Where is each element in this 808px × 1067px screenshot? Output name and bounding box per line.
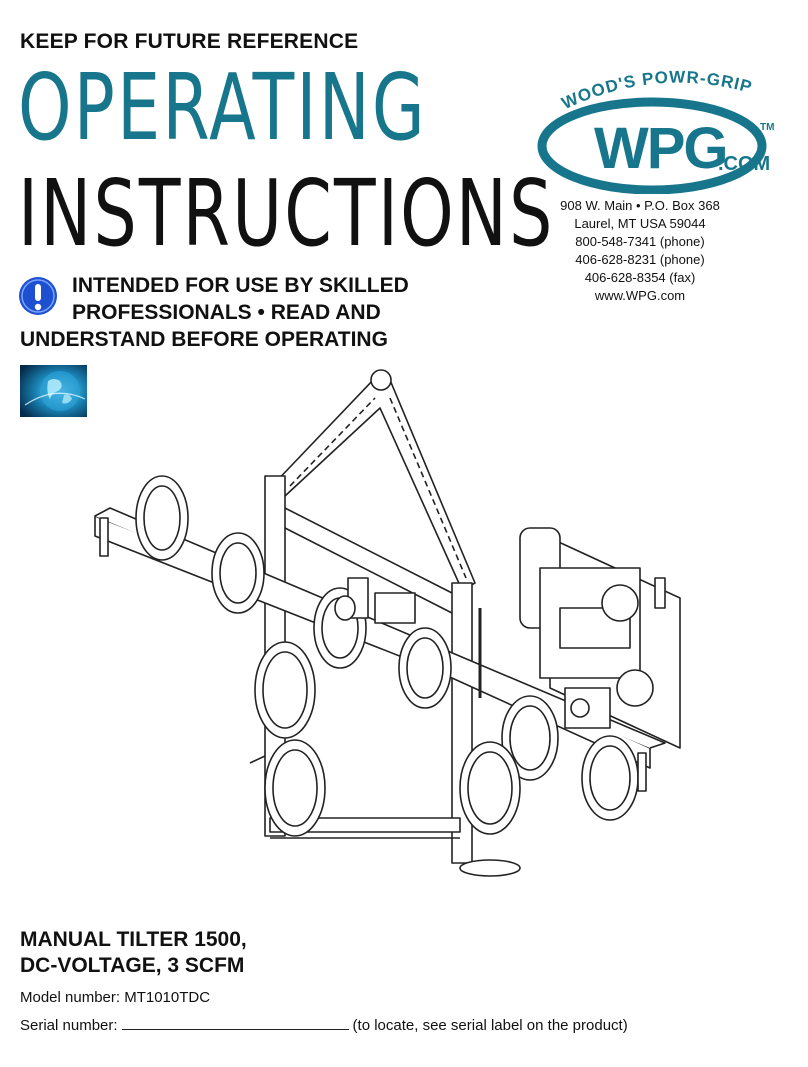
address-line: Laurel, MT USA 59044 xyxy=(574,216,706,231)
phone-line: 800-548-7341 (phone) xyxy=(575,234,705,249)
globe-icon xyxy=(20,365,87,417)
product-title: MANUAL TILTER 1500, DC-VOLTAGE, 3 SCFM xyxy=(20,927,247,979)
serial-number-field[interactable] xyxy=(121,1015,349,1030)
svg-text:TM: TM xyxy=(760,122,774,133)
title-instructions: INSTRUCTIONS xyxy=(18,160,555,267)
website-link[interactable]: www.WPG.com xyxy=(594,288,686,303)
svg-text:.COM: .COM xyxy=(718,153,770,175)
product-title-line-1: MANUAL TILTER 1500, xyxy=(20,928,247,951)
wpg-logo: WOOD'S POWR-GRIP WPG TM .COM xyxy=(537,68,774,194)
company-address: 908 W. Main • P.O. Box 368 Laurel, MT US… xyxy=(540,197,740,305)
keep-reference-label: KEEP FOR FUTURE REFERENCE xyxy=(20,30,359,53)
fax-line: 406-628-8354 (fax) xyxy=(584,270,696,285)
product-illustration xyxy=(94,369,681,877)
exclamation-icon xyxy=(19,277,57,315)
address-line: 908 W. Main • P.O. Box 368 xyxy=(560,198,720,213)
serial-number-row: Serial number: (to locate, see serial lab… xyxy=(20,1015,628,1034)
serial-number-label: Serial number: xyxy=(20,1017,118,1034)
warning-notice: INTENDED FOR USE BY SKILLED PROFESSIONAL… xyxy=(20,272,420,353)
warning-line-2: PROFESSIONALS • READ AND xyxy=(72,301,381,324)
model-number: Model number: MT1010TDC xyxy=(20,989,211,1006)
phone-line: 406-628-8231 (phone) xyxy=(575,252,705,267)
warning-line-1: INTENDED FOR USE BY SKILLED xyxy=(72,274,409,297)
serial-number-hint: (to locate, see serial label on the prod… xyxy=(352,1017,628,1034)
product-title-line-2: DC-VOLTAGE, 3 SCFM xyxy=(20,954,245,977)
svg-text:WPG: WPG xyxy=(594,116,727,181)
title-operating: OPERATING xyxy=(18,54,427,161)
warning-line-3: UNDERSTAND BEFORE OPERATING xyxy=(20,328,388,351)
